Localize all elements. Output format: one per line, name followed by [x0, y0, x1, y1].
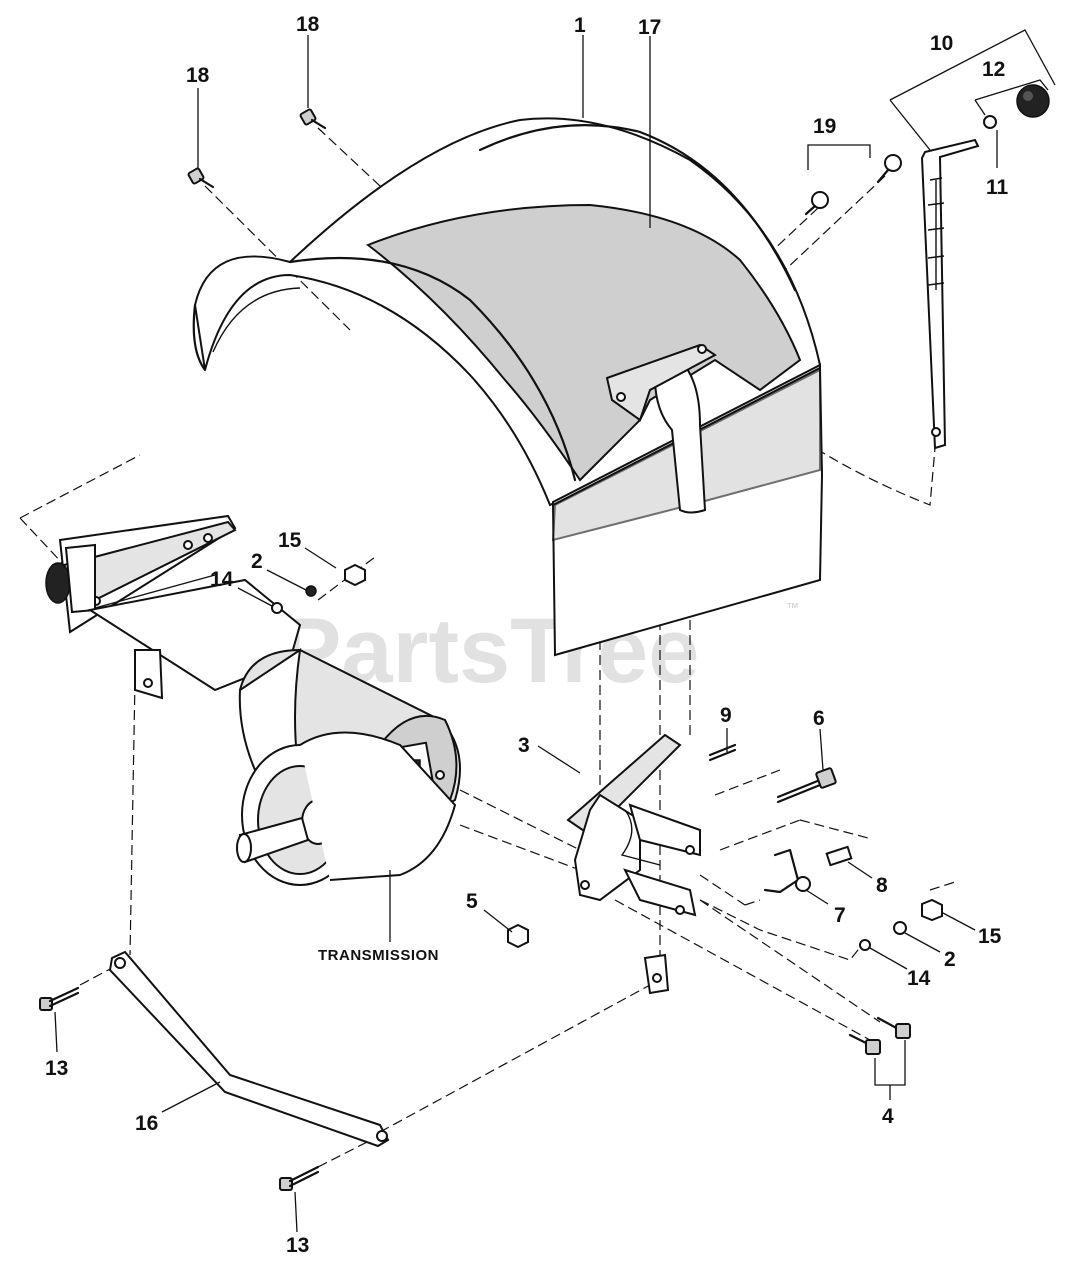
- callout-2-upper: 2: [251, 550, 263, 573]
- callout-13-bottom: 13: [286, 1234, 309, 1257]
- callout-11: 11: [986, 176, 1009, 199]
- nut-15-lower: [921, 898, 943, 922]
- shield-bolt-19-a: [804, 191, 829, 216]
- spacer-8: [825, 845, 853, 867]
- spacer-11: [983, 115, 997, 129]
- callout-1: 1: [574, 14, 586, 37]
- lockwasher-2: [305, 585, 317, 597]
- washer-14: [271, 602, 283, 614]
- callout-lines: [54, 29, 1056, 1233]
- callout-6: 6: [813, 707, 825, 730]
- nut-5: [507, 923, 529, 949]
- bolt-6: [776, 767, 837, 804]
- bolt-4-pair: [848, 1016, 911, 1055]
- hardware-lower: [507, 898, 943, 951]
- knob-12: [1016, 84, 1050, 118]
- hitch-bracket: [566, 733, 701, 917]
- callout-7: 7: [834, 904, 846, 927]
- hardware-upper: [271, 563, 366, 614]
- callout-5: 5: [466, 890, 478, 913]
- shield-bolt-18-upper: [299, 108, 327, 130]
- callout-19: 19: [813, 115, 836, 138]
- callout-12: 12: [982, 58, 1005, 81]
- callout-10: 10: [930, 32, 953, 55]
- callout-8: 8: [876, 874, 888, 897]
- callout-13-left: 13: [45, 1057, 68, 1080]
- callout-4: 4: [882, 1105, 894, 1128]
- callout-16: 16: [135, 1112, 158, 1135]
- shield-bolt-18-lower: [187, 167, 215, 189]
- nut-15: [344, 563, 366, 587]
- transmission-housing: [45, 514, 461, 886]
- hitch-pin-9: [708, 743, 737, 762]
- shield-bolt-19-b: [876, 154, 902, 184]
- tine-shield: [192, 117, 824, 657]
- callout-2-lower: 2: [944, 948, 956, 971]
- callout-18-lower: 18: [186, 64, 210, 87]
- callout-15-lower: 15: [978, 925, 1002, 948]
- spring-clip-7: [763, 848, 811, 894]
- callout-3: 3: [518, 734, 530, 757]
- bolt-13-bottom: [279, 1165, 320, 1191]
- transmission-label: TRANSMISSION: [318, 947, 439, 964]
- callout-18-upper: 18: [296, 13, 320, 36]
- callout-14-lower: 14: [907, 967, 931, 990]
- callout-14-upper: 14: [210, 568, 234, 591]
- callout-numbers: 1 17 18 18 19 10 12 11 15 2 14 3 9 6 8 7…: [45, 13, 1009, 1257]
- washer-14-lower: [859, 939, 871, 951]
- callout-15-upper: 15: [278, 529, 302, 552]
- callout-9: 9: [720, 704, 732, 727]
- bolt-13-left: [39, 986, 80, 1011]
- callout-17: 17: [638, 16, 661, 39]
- depth-bar-assembly: [920, 84, 1050, 450]
- tine-brace-16: [108, 950, 670, 1148]
- trademark-symbol: ™: [786, 600, 799, 615]
- lockwasher-2-lower: [893, 921, 907, 935]
